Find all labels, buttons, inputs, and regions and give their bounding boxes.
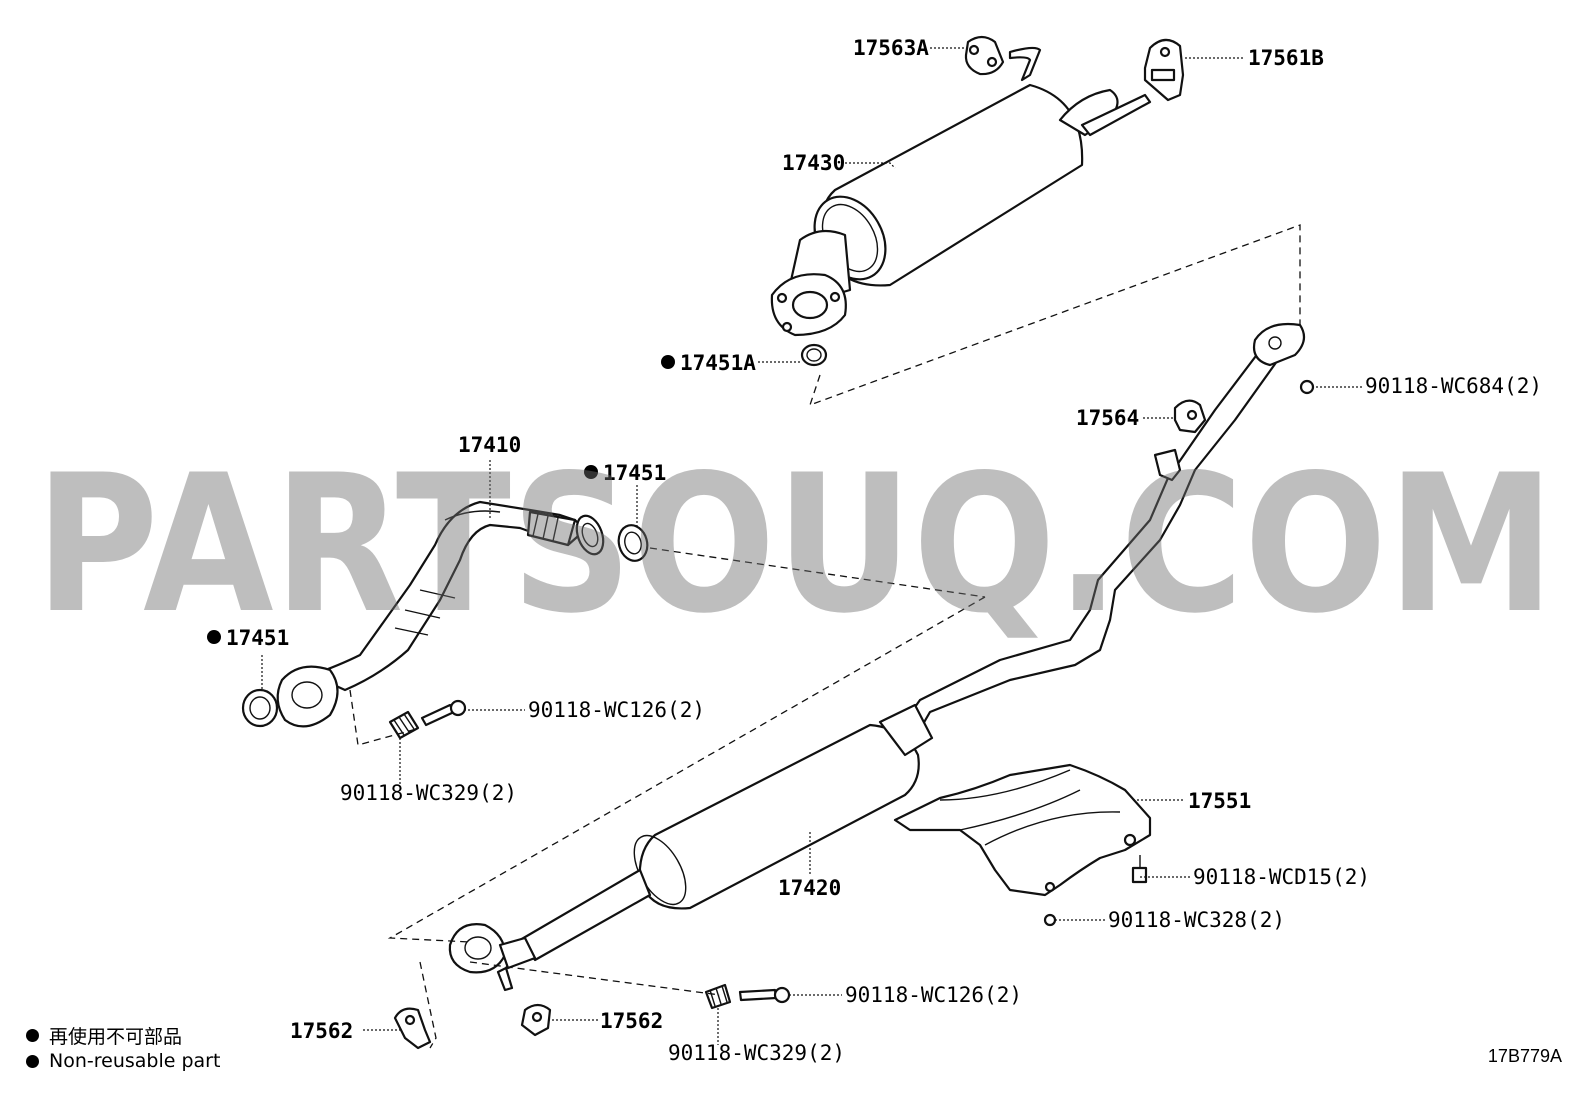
non-reusable-bullet: [26, 1029, 39, 1042]
gasket-17451-upper[interactable]: [615, 522, 651, 564]
label-90118-WC328[interactable]: 90118-WC328(2): [1108, 908, 1285, 932]
center-pipe-17420[interactable]: [448, 322, 1306, 992]
label-17451A[interactable]: 17451A: [680, 351, 756, 375]
hanger-17564[interactable]: [1173, 399, 1207, 434]
hanger-17563A[interactable]: [964, 35, 1005, 76]
label-17451-upper[interactable]: 17451: [603, 461, 666, 485]
label-17451-lower[interactable]: 17451: [226, 626, 289, 650]
label-17563A[interactable]: 17563A: [853, 36, 929, 60]
hanger-17562-right[interactable]: [520, 1003, 552, 1037]
non-reusable-marker: [207, 630, 221, 644]
assembly-dashed-lines: [349, 224, 1301, 1049]
label-17420[interactable]: 17420: [778, 876, 841, 900]
bolt-90118-WC126-left[interactable]: [420, 699, 467, 727]
label-17564[interactable]: 17564: [1076, 406, 1139, 430]
spring-90118-WC329-lower[interactable]: [704, 983, 732, 1010]
hanger-17561B[interactable]: [1143, 38, 1185, 102]
bolt-90118-WC126-lower[interactable]: [738, 986, 791, 1004]
label-90118-WCD15[interactable]: 90118-WCD15(2): [1193, 865, 1370, 889]
heat-insulator-17551[interactable]: [893, 763, 1152, 897]
label-17430[interactable]: 17430: [782, 151, 845, 175]
legend-text-english: Non-reusable part: [49, 1050, 221, 1072]
label-90118-WC329-lower[interactable]: 90118-WC329(2): [668, 1041, 845, 1065]
gasket-17451A[interactable]: [800, 343, 828, 367]
legend-text-japanese: 再使用不可部品: [49, 1026, 183, 1048]
label-17410[interactable]: 17410: [458, 433, 521, 457]
front-pipe-17410[interactable]: [276, 500, 608, 728]
bolt-90118-WC328[interactable]: [1043, 913, 1057, 927]
bolt-90118-WCD15[interactable]: [1131, 855, 1148, 884]
part-labels: 17563A 17561B 17430 17451A 17410 17451 1…: [207, 36, 1542, 1065]
gasket-17451-lower[interactable]: [241, 688, 279, 728]
diagram-id: 17B779A: [1487, 1046, 1562, 1066]
label-90118-WC329-upper[interactable]: 90118-WC329(2): [340, 781, 517, 805]
label-17562-right[interactable]: 17562: [600, 1009, 663, 1033]
label-17551[interactable]: 17551: [1188, 789, 1251, 813]
label-17562-left[interactable]: 17562: [290, 1019, 353, 1043]
legend-english: Non-reusable part: [26, 1050, 220, 1072]
non-reusable-bullet: [26, 1054, 39, 1068]
bolt-90118-WC684[interactable]: [1299, 379, 1315, 395]
leader-lines: [261, 47, 1362, 1045]
label-90118-WC684[interactable]: 90118-WC684(2): [1365, 374, 1542, 398]
label-17561B[interactable]: 17561B: [1248, 46, 1324, 70]
label-90118-WC126-lower[interactable]: 90118-WC126(2): [845, 983, 1022, 1007]
non-reusable-marker: [584, 465, 598, 479]
label-90118-WC126-upper[interactable]: 90118-WC126(2): [528, 698, 705, 722]
hanger-17562-left[interactable]: [393, 1007, 432, 1050]
legend-japanese: 再使用不可部品: [26, 1022, 182, 1049]
non-reusable-marker: [661, 355, 675, 369]
spring-90118-WC329-left[interactable]: [388, 710, 420, 740]
rear-muffler-17430[interactable]: [770, 46, 1152, 337]
